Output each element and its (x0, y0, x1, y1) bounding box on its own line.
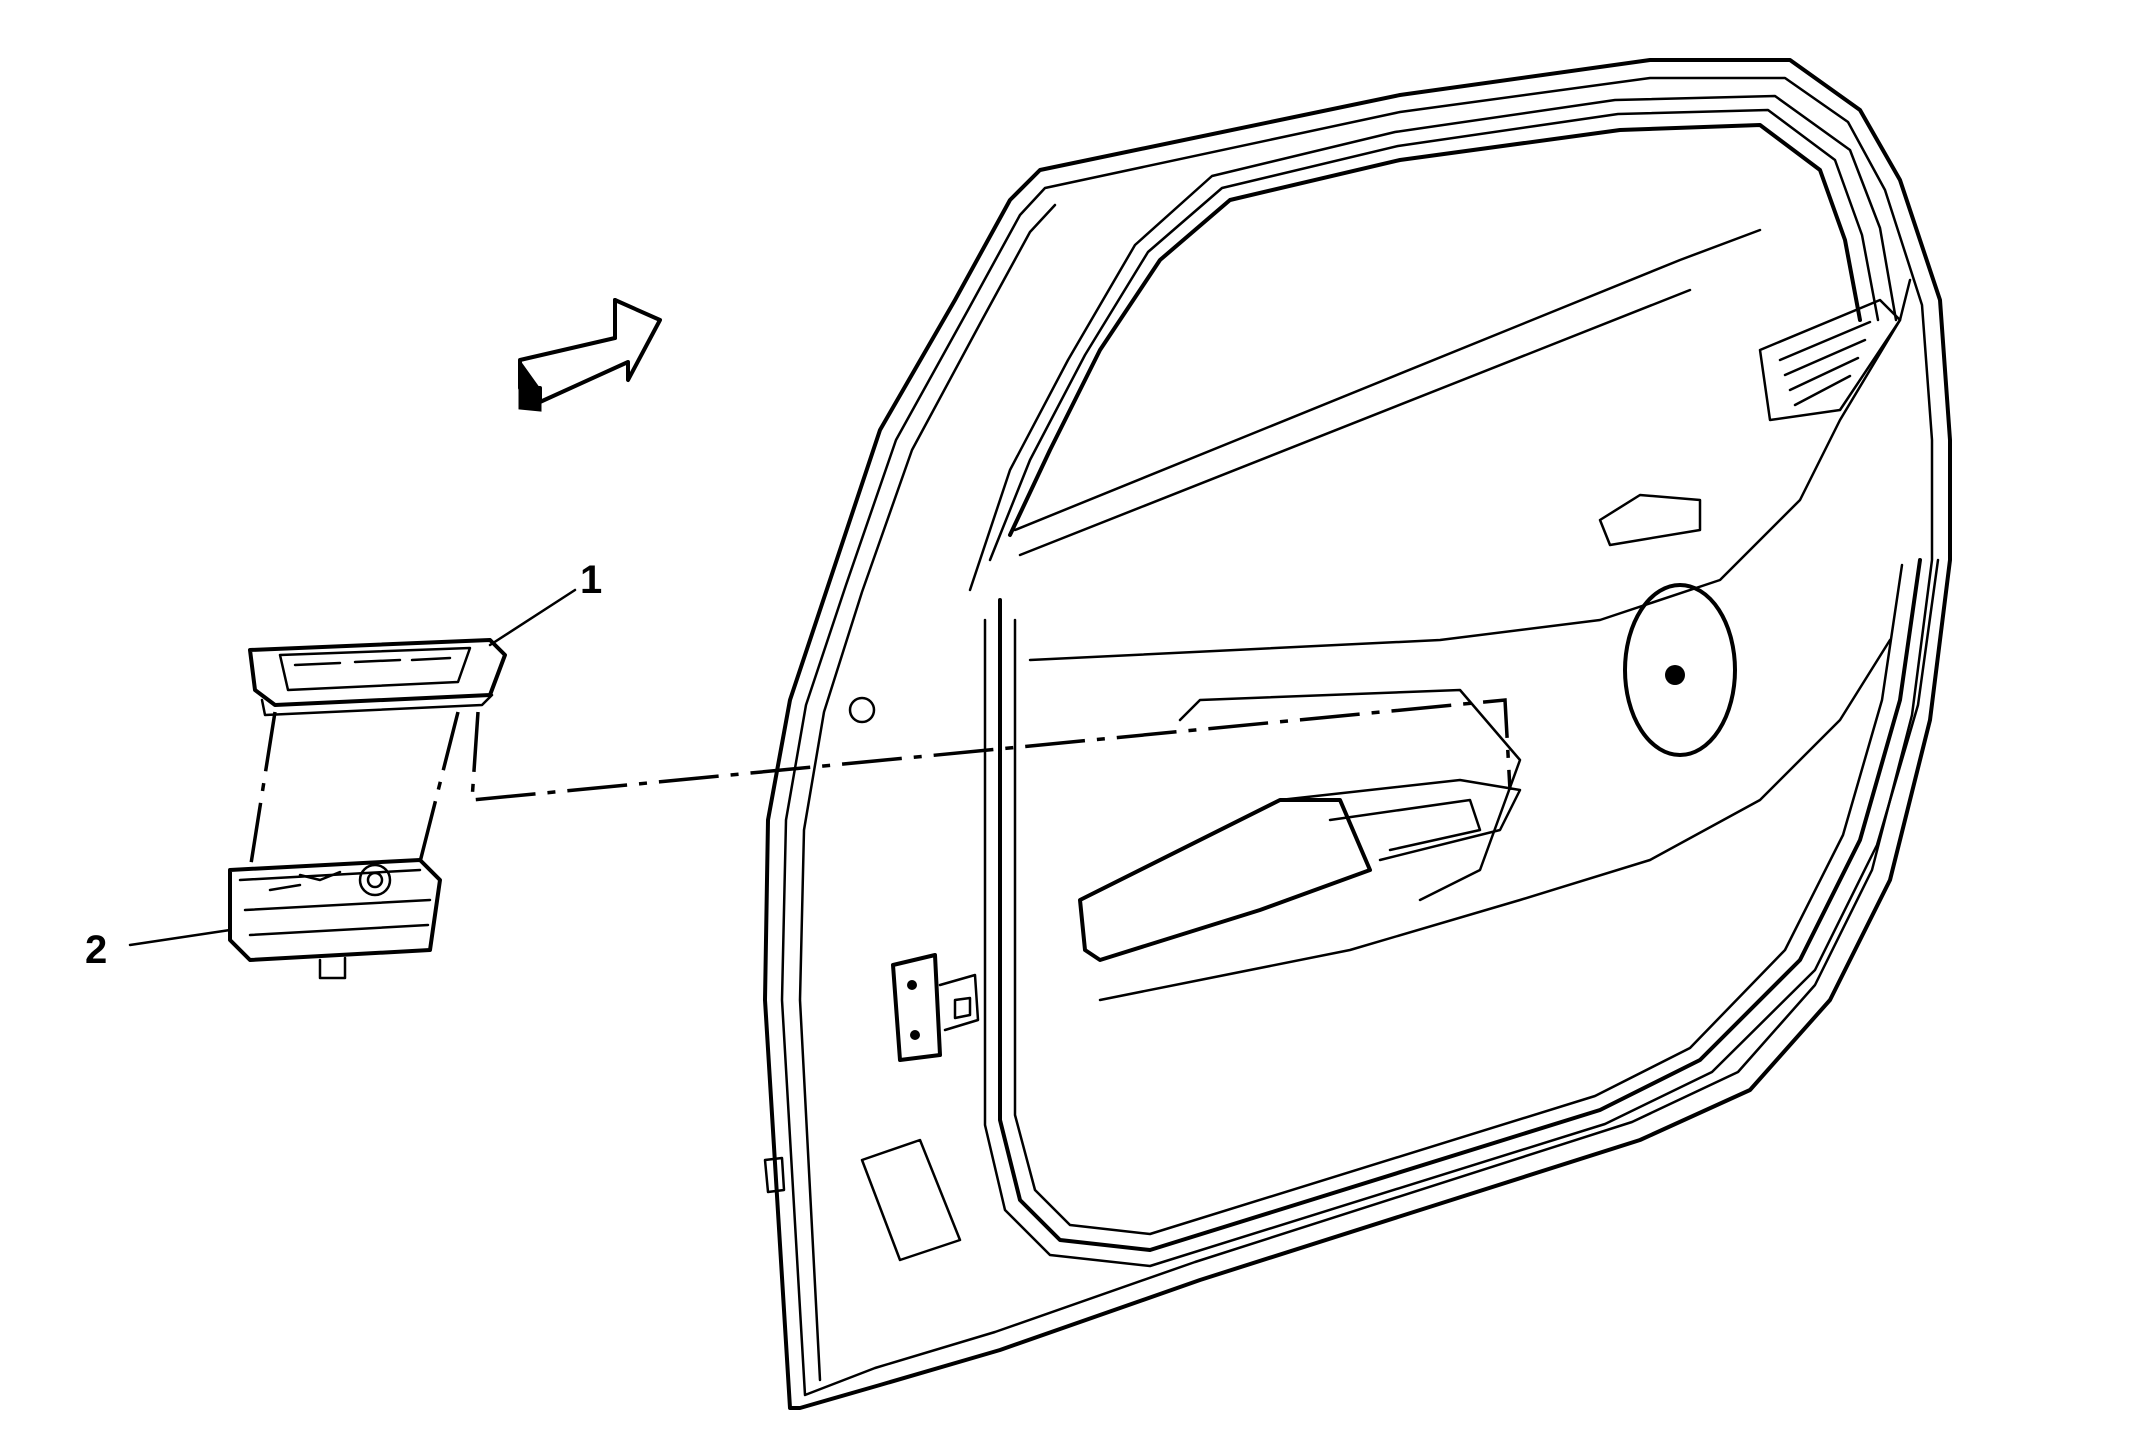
armrest (1078, 778, 1522, 962)
window-switch (228, 858, 442, 980)
door-panel-details (763, 696, 962, 1262)
door-latch (891, 953, 980, 1062)
door-trim-panel (1028, 278, 1912, 1002)
view-direction-arrow-icon (518, 298, 662, 412)
callout-label-1: 1 (580, 558, 603, 602)
alignment-lines (248, 698, 1512, 871)
door-frame (763, 58, 1952, 1410)
switch-bezel (248, 638, 507, 717)
callout-label-2: 2 (85, 928, 108, 972)
leader-lines (128, 588, 577, 947)
